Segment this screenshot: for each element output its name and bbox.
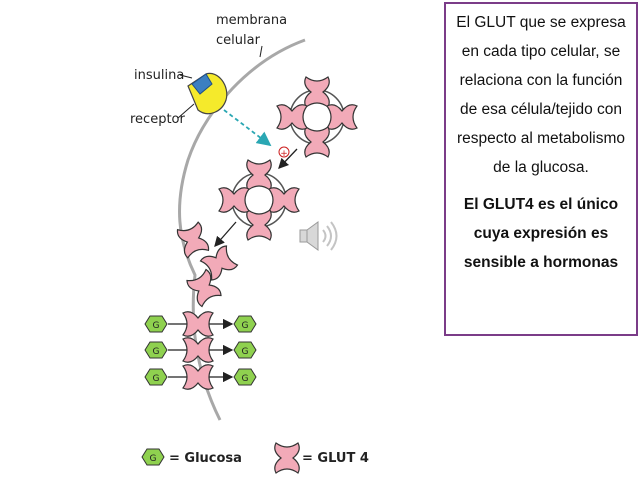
speaker-icon[interactable] — [299, 221, 338, 251]
legend-glucose-label: = Glucosa — [169, 451, 242, 466]
receptor-label: receptor — [130, 112, 186, 127]
legend-glut4-icon — [274, 442, 300, 474]
arrow-vesicle-to-vesicle — [278, 148, 298, 169]
arrow-vesicle-to-membrane — [214, 221, 237, 247]
membrane-label-line2: celular — [216, 33, 261, 48]
vesicle-lower — [218, 159, 300, 241]
svg-text:G: G — [242, 374, 249, 384]
textbox-paragraph-1: El GLUT que se expresa en cada tipo celu… — [456, 14, 626, 176]
vesicle-upper — [276, 76, 358, 158]
textbox-paragraph-2: El GLUT4 es el único cuya expresión es s… — [463, 196, 619, 271]
transport-row-1 — [144, 311, 257, 337]
glut4-diagram: membrana celular insulina receptor + — [130, 13, 369, 474]
legend-glut4-label: = GLUT 4 — [302, 451, 369, 466]
svg-text:G: G — [153, 347, 160, 357]
legend: G = Glucosa = GLUT 4 — [141, 442, 369, 474]
svg-text:G: G — [242, 321, 249, 331]
plus-sign: + — [280, 149, 288, 159]
plus-circle — [278, 146, 290, 158]
transport-row-3 — [144, 364, 257, 390]
info-textbox: El GLUT que se expresa en cada tipo celu… — [444, 2, 638, 336]
signal-arrow — [223, 109, 272, 147]
insulin-label: insulina — [134, 68, 184, 83]
transport-row-2 — [144, 337, 257, 363]
membrane-label-line1: membrana — [216, 13, 287, 28]
membrane-pointer — [259, 45, 263, 58]
svg-text:G: G — [150, 454, 157, 464]
insulin-shape — [191, 73, 213, 95]
svg-text:G: G — [242, 347, 249, 357]
svg-text:G: G — [153, 321, 160, 331]
svg-text:G: G — [153, 374, 160, 384]
